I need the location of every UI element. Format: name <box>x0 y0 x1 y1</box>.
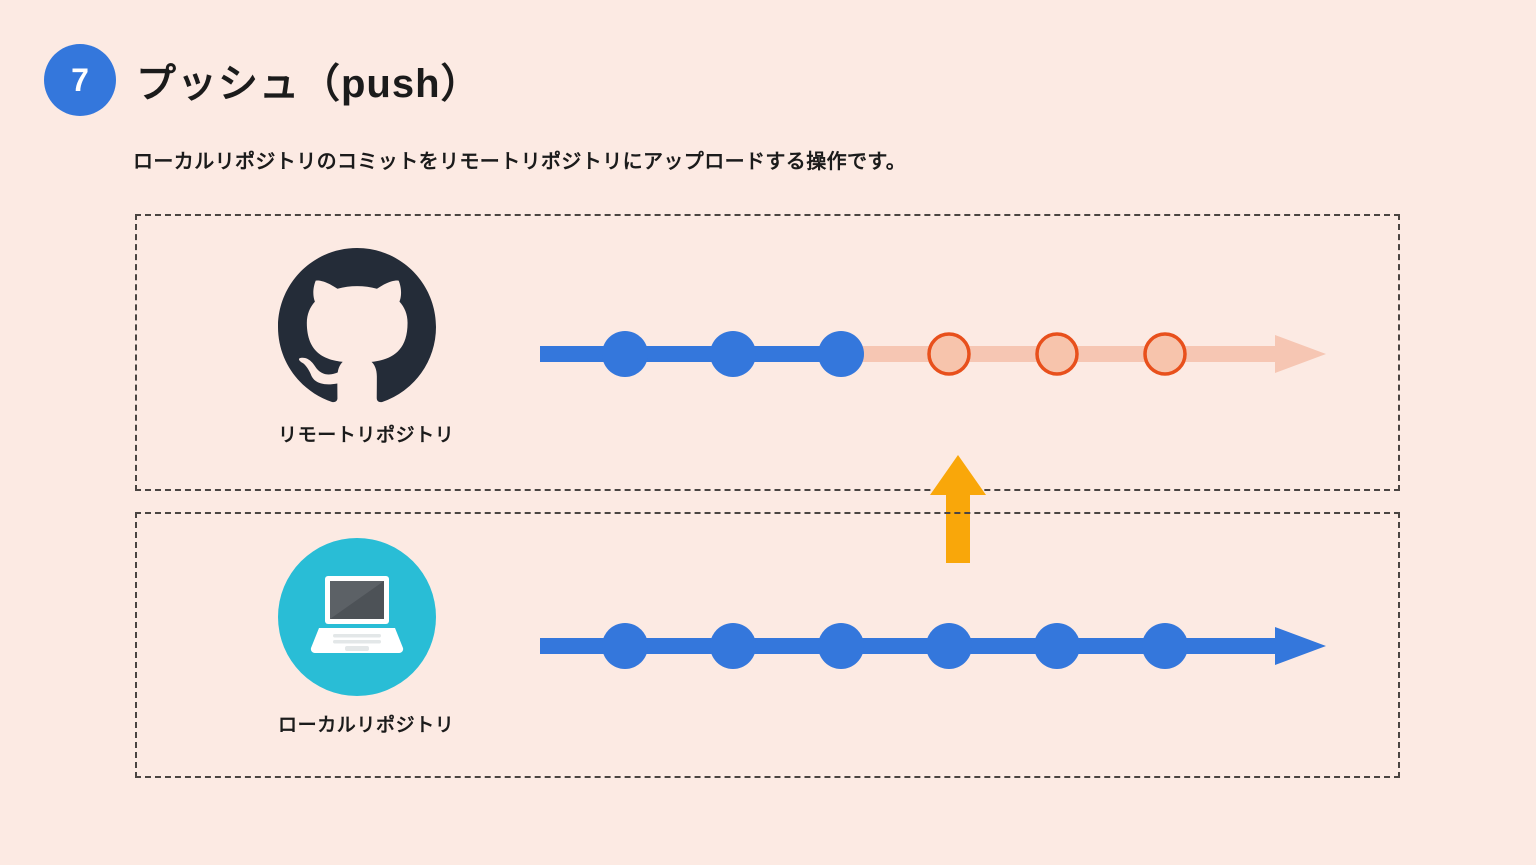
push-up-arrow <box>930 455 986 563</box>
local-commit-dot <box>926 623 972 669</box>
local-repository-timeline <box>540 610 1330 682</box>
remote-pending-commit-dot <box>1143 332 1187 376</box>
page-title: プッシュ（push） <box>136 62 482 106</box>
remote-repository-timeline <box>540 318 1330 390</box>
remote-repository-node: リモートリポジトリ <box>278 248 455 447</box>
laptop-icon <box>310 576 404 654</box>
local-repository-node: ローカルリポジトリ <box>278 538 455 737</box>
remote-repository-label: リモートリポジトリ <box>278 425 455 446</box>
remote-commit-dot <box>602 331 648 377</box>
remote-pending-commit-dot <box>927 332 971 376</box>
step-number-badge: 7 <box>44 44 116 116</box>
local-repository-label: ローカルリポジトリ <box>278 715 455 736</box>
remote-solid-line <box>540 346 850 362</box>
page-subtitle: ローカルリポジトリのコミットをリモートリポジトリにアップロードする操作です。 <box>133 151 907 173</box>
local-commit-dot <box>818 623 864 669</box>
remote-commit-dot <box>710 331 756 377</box>
local-arrowhead-icon <box>1275 627 1326 665</box>
local-repository-panel <box>135 512 1400 778</box>
laptop-icon-circle <box>278 538 436 696</box>
github-octocat-icon <box>278 248 436 403</box>
page-header: 7 プッシュ（push） <box>44 44 482 116</box>
remote-arrowhead-icon <box>1275 335 1326 373</box>
remote-commit-dot <box>818 331 864 377</box>
local-commit-dot <box>602 623 648 669</box>
remote-pending-commit-dot <box>1035 332 1079 376</box>
local-commit-dot <box>1142 623 1188 669</box>
remote-repository-panel <box>135 214 1400 491</box>
local-commit-dot <box>1034 623 1080 669</box>
local-commit-dot <box>710 623 756 669</box>
up-arrow-icon <box>930 455 986 563</box>
